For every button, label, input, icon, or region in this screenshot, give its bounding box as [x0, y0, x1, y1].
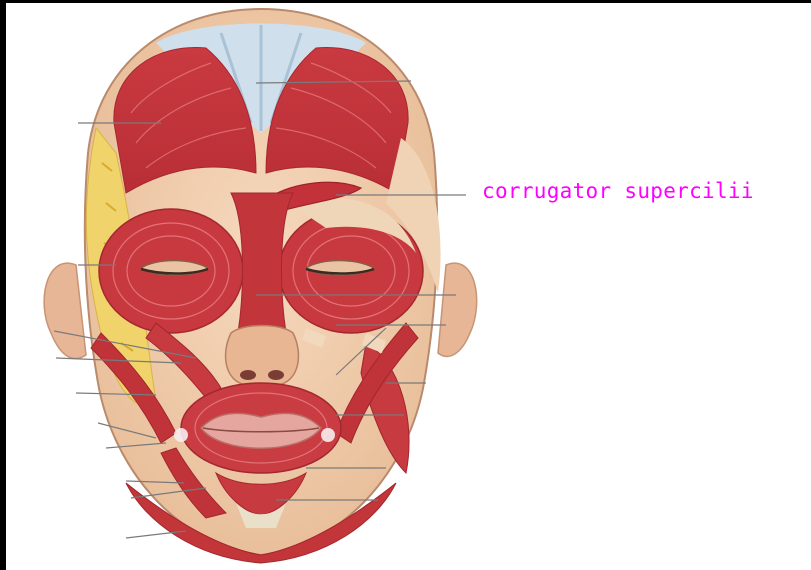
right-ear — [438, 263, 477, 356]
figure-canvas: corrugator supercilii — [6, 3, 811, 570]
facial-muscles-illustration — [6, 3, 811, 570]
nose — [226, 326, 299, 389]
left-ear — [44, 263, 86, 358]
corrugator-supercilii-label: corrugator supercilii — [482, 179, 754, 203]
